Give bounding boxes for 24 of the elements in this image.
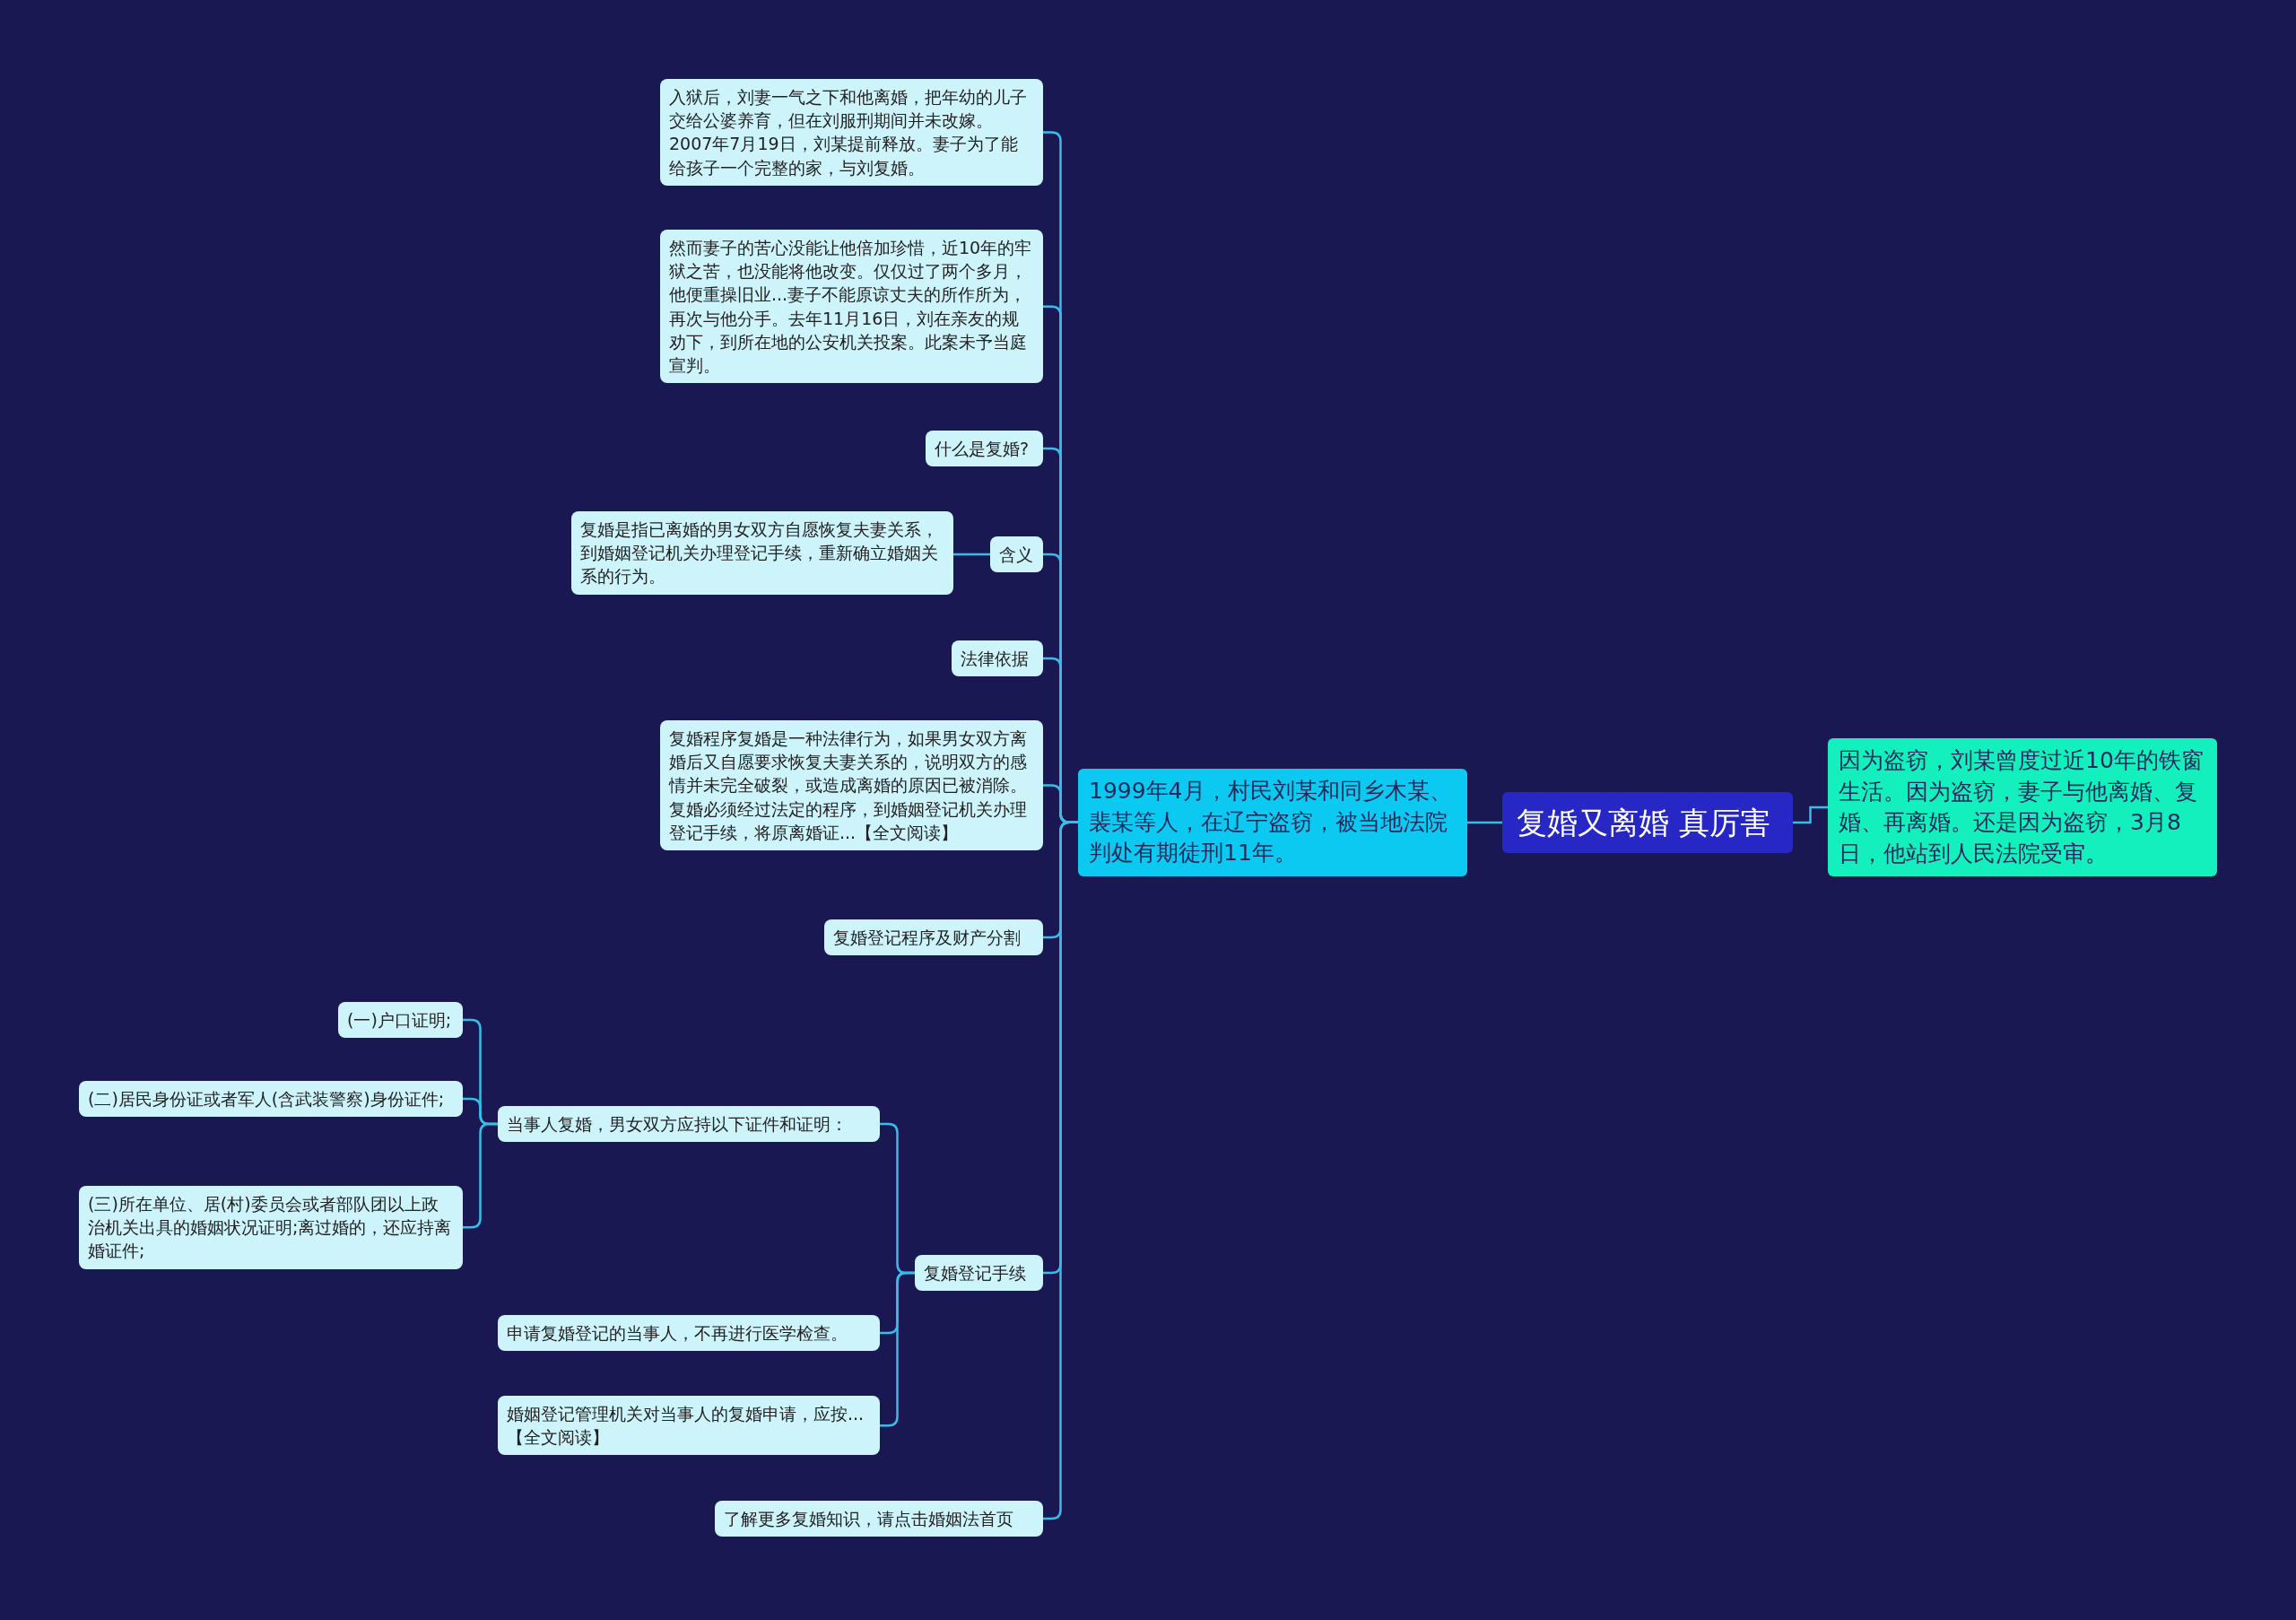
connector-line [1467,821,1502,824]
subtopic-box: 法律依据 [952,640,1043,677]
subtopic-box: 入狱后，刘妻一气之下和他离婚，把年幼的儿子交给公婆养育，但在刘服刑期间并未改嫁。2007年7月19日，刘某提前释放。妻子为了能给孩子一个完整的家，与刘复婚。 [660,79,1043,186]
connector-line [953,553,990,556]
subtopic-box: (二)居民身份证或者军人(含武装警察)身份证件; [79,1081,463,1118]
subtopic-box: (三)所在单位、居(村)委员会或者部队团以上政治机关出具的婚姻状况证明;离过婚的，还应持离婚证件; [79,1186,463,1269]
connector-line [1793,806,1828,824]
subtopic-box: 复婚是指已离婚的男女双方自愿恢复夫妻关系，到婚姻登记机关办理登记手续，重新确立婚姻关系的行为。 [571,511,953,595]
subtopic-box: 复婚登记手续 [915,1255,1043,1292]
subtopic-box: 复婚登记程序及财产分割 [824,919,1043,956]
subtopic-box: (一)户口证明; [338,1002,463,1039]
subtopic-box: 申请复婚登记的当事人，不再进行医学检查。 [498,1315,880,1352]
subtopic-box: 什么是复婚? [926,431,1043,467]
topic-box: 1999年4月，村民刘某和同乡木某、裴某等人，在辽宁盗窃，被当地法院判处有期徒刑11年。 [1078,769,1467,876]
subtopic-box: 婚姻登记管理机关对当事人的复婚申请，应按...【全文阅读】 [498,1396,880,1456]
subtopic-box: 然而妻子的苦心没能让他倍加珍惜，近10年的牢狱之苦，也没能将他改变。仅仅过了两个多月，他便重操旧业...妻子不能原谅丈夫的所作所为，再次与他分手。去年11月16日，刘在亲友的规劝下，到所在地的公安机关投案。此案未予当庭宣判。 [660,230,1043,384]
connector-line [880,1271,915,1427]
topic-box: 因为盗窃，刘某曾度过近10年的铁窗生活。因为盗窃，妻子与他离婚、复婚、再离婚。还是因为盗窃，3月8日，他站到人民法院受审。 [1828,738,2217,876]
subtopic-box: 当事人复婚，男女双方应持以下证件和证明： [498,1106,880,1143]
connector-line [463,1122,498,1229]
central-topic: 复婚又离婚 真厉害 [1502,792,1793,854]
subtopic-box: 含义 [990,536,1043,573]
subtopic-box: 了解更多复婚知识，请点击婚姻法首页 [715,1501,1043,1537]
subtopic-box: 复婚程序复婚是一种法律行为，如果男女双方离婚后又自愿要求恢复夫妻关系的，说明双方的感情并未完全破裂，或造成离婚的原因已被消除。复婚必须经过法定的程序，到婚姻登记机关办理登记手续，将原离婚证...【全文阅读】 [660,720,1043,851]
